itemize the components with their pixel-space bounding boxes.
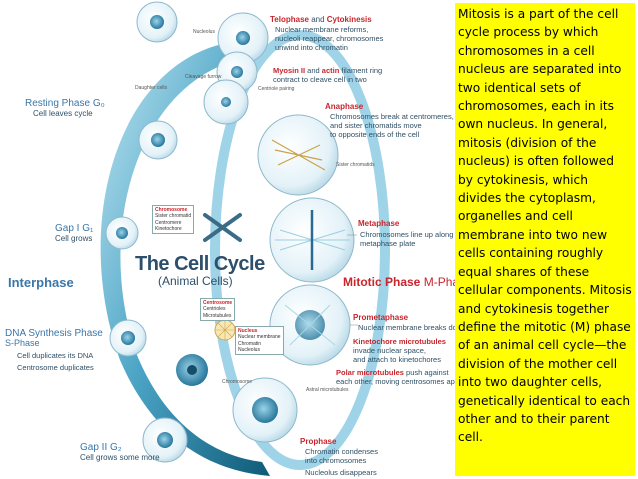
anaphase-desc3: to opposite ends of the cell [330, 130, 420, 139]
resting-phase-desc: Cell leaves cycle [33, 109, 93, 118]
prophase-title: Prophase [300, 437, 337, 446]
myosin-title: Myosin II and actin filament ring [273, 66, 383, 75]
astral-label: Astral microtubules [306, 387, 349, 393]
polar-title: Polar microtubules push against [336, 368, 449, 377]
kinetochore-desc2: and attach to kinetochores [353, 355, 441, 364]
late-telophase-cell [203, 79, 249, 125]
centriole-label: Centriole pairing [258, 86, 295, 92]
centrosome-legend-box: Centrosome Centrioles Microtubules [200, 298, 236, 321]
actin-name: actin [321, 66, 340, 75]
gap1-desc: Cell grows [55, 234, 93, 243]
nucleus-legend-box: Nucleus Nuclear membrane Chromatin Nucle… [235, 326, 284, 355]
mitotic-ring [210, 30, 390, 470]
telophase-name: Telophase [270, 15, 309, 24]
daughter-label: Daughter cells [135, 85, 167, 91]
centrosome-illustration [214, 319, 236, 341]
polar-name: Polar microtubules [336, 368, 404, 377]
g2-cell [142, 417, 188, 463]
myosin-and: and [305, 66, 322, 75]
dna-synthesis-desc2: Centrosome duplicates [17, 363, 94, 372]
filament-ring-text: filament ring [339, 66, 383, 75]
prophase-desc3: Nucleolus disappears [305, 468, 377, 477]
nucleus-box-l3: Nucleolus [238, 346, 260, 353]
chromosome-illustration [203, 213, 242, 242]
mitotic-phase-label: Mitotic Phase M-Phase [343, 275, 472, 289]
telophase-desc2: nucleoli reappear, chromosomes [275, 34, 384, 43]
kinetochore-title: Kinetochore microtubules [353, 337, 446, 346]
chromosome-box-title: Chromosome [155, 207, 188, 213]
cytokinesis-name: Cytokinesis [326, 15, 372, 24]
mitosis-description: Mitosis is a part of the cell cycle proc… [455, 3, 635, 476]
anaphase-title: Anaphase [325, 102, 364, 111]
diagram-subtitle: (Animal Cells) [158, 274, 233, 288]
chromosome-box-l2: Centromere [155, 219, 182, 226]
nucleus-box-title: Nucleus [238, 328, 258, 334]
s-phase-cell [109, 319, 147, 357]
mitotic-phase-name: Mitotic Phase [343, 275, 421, 289]
diagram-title: The Cell Cycle [135, 253, 265, 275]
nucleus-box-l2: Chromatin [238, 340, 262, 347]
anaphase-desc1: Chromosomes break at centromeres, [330, 112, 454, 121]
resting-phase-name: Resting Phase G₀ [25, 98, 105, 109]
prophase-desc2: into chromosomes [305, 456, 367, 465]
chromosome-box-l3: Kinetochore [155, 225, 182, 232]
dna-synthesis-desc1: Cell duplicates its DNA [17, 351, 94, 360]
myosin-name: Myosin II [273, 66, 306, 75]
telophase-and: and [308, 15, 327, 24]
interphase-label: Interphase [8, 275, 74, 290]
dna-synthesis-name: DNA Synthesis Phase [5, 328, 103, 339]
nucleus-box-l1: Nuclear membrane [238, 334, 281, 341]
metaphase-title: Metaphase [358, 219, 400, 228]
polar-desc1: push against [406, 368, 449, 377]
anaphase-cell [257, 114, 339, 196]
resting-cell [138, 120, 178, 160]
kinetochore-desc1: invade nuclear space, [353, 346, 426, 355]
prometaphase-desc: Nuclear membrane breaks down [358, 323, 467, 332]
g1-cell [105, 216, 139, 250]
prometaphase-cell [269, 284, 351, 366]
prophase-desc1: Chromatin condenses [305, 447, 378, 456]
gap2-desc: Cell grows some more [80, 453, 160, 462]
cleavage-label: Cleavage furrow [185, 74, 222, 80]
dna-synthesis-sub: S-Phase [5, 338, 40, 348]
chromosome-legend-box: Chromosome Sister chromatid Centromere K… [152, 205, 195, 234]
centrosome-box-l1: Centrioles [203, 306, 226, 313]
myosin-desc: contract to cleave cell in two [273, 75, 367, 84]
gap1-name: Gap I G₁ [55, 223, 94, 234]
anaphase-desc2: and sister chromatids move [330, 121, 422, 130]
nucleolus-label: Nucleolus [193, 29, 215, 35]
telophase-desc3: unwind into chromatin [275, 43, 348, 52]
centrosome-box-l2: Microtubules [203, 312, 232, 319]
prophase-cell [232, 377, 298, 443]
sister-chromatids-label: Sister chromatids [336, 162, 375, 168]
chromosome-box-l1: Sister chromatid [155, 213, 192, 220]
metaphase-cell [269, 197, 355, 283]
telophase-title: Telophase and Cytokinesis [270, 15, 372, 25]
top-cell [136, 1, 178, 43]
polar-desc2: each other, moving centrosomes apart [336, 377, 464, 386]
telophase-desc1: Nuclear membrane reforms, [275, 25, 369, 34]
metaphase-desc1: Chromosomes line up along [360, 230, 454, 239]
centrosome-box-title: Centrosome [203, 300, 233, 306]
prometaphase-title: Prometaphase [353, 313, 409, 322]
chromosome-label: Chromosome [222, 379, 253, 385]
nucleus-illustration [176, 354, 208, 386]
metaphase-desc2: metaphase plate [360, 239, 416, 248]
gap2-name: Gap II G₂ [80, 442, 122, 453]
